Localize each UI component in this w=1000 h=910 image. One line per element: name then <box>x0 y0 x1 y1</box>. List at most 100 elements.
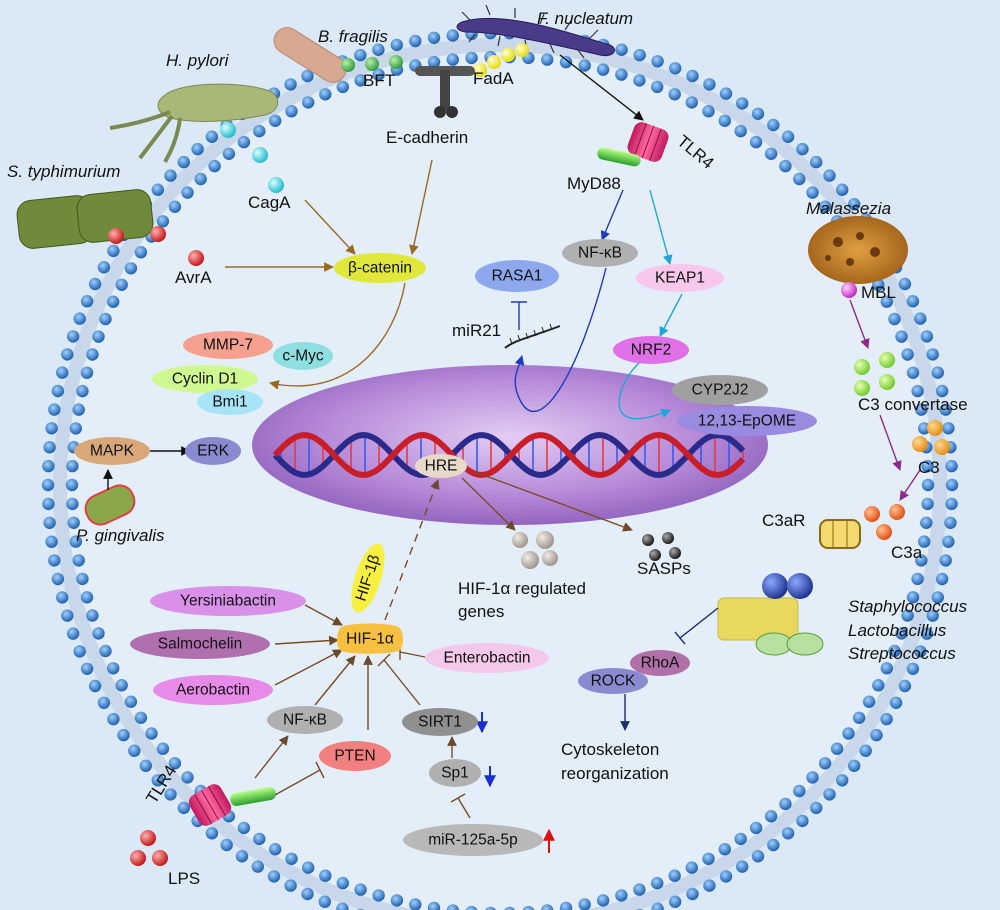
membrane-bead <box>267 870 281 883</box>
tlr4-receptor-bottom <box>188 784 232 826</box>
c3-convertase-bead <box>879 352 895 368</box>
label-c3: C3 <box>918 458 940 477</box>
membrane-bead <box>734 832 747 846</box>
label-c3a: C3a <box>891 543 923 562</box>
membrane-bead <box>205 130 219 143</box>
node-nrf2: NRF2 <box>613 336 689 364</box>
avrA-bead <box>188 250 204 266</box>
membrane-bead <box>781 827 795 840</box>
membrane-bead <box>880 662 893 675</box>
membrane-bead <box>836 183 849 196</box>
membrane-bead <box>914 312 927 325</box>
node-rasa1: RASA1 <box>475 260 559 292</box>
membrane-bead <box>926 348 939 361</box>
avrA-bead <box>108 228 124 244</box>
membrane-bead <box>446 904 459 910</box>
membrane-bead <box>72 403 85 416</box>
sasp-bead <box>649 549 661 561</box>
membrane-bead <box>906 295 920 308</box>
membrane-bead <box>686 887 699 901</box>
membrane-bead <box>285 105 298 118</box>
pill-rhoa <box>630 650 690 676</box>
pill-mmp7 <box>183 331 273 359</box>
pill-beta-catenin <box>334 253 426 283</box>
membrane-bead <box>220 838 233 852</box>
membrane-bead <box>284 78 297 91</box>
membrane-bead <box>901 609 914 622</box>
label-yersiniabactin: Yersiniabactin <box>180 593 276 610</box>
c3-convertase-bead <box>854 359 870 375</box>
membrane-bead <box>42 497 55 511</box>
arrow-hre-hifgenes <box>461 477 516 531</box>
membrane-bead <box>80 591 94 604</box>
membrane-bead <box>76 384 89 398</box>
membrane-bead <box>842 727 855 740</box>
membrane-bead <box>703 879 716 892</box>
adapter-bar-bottom <box>230 787 276 806</box>
membrane-bead <box>66 459 79 473</box>
c3-convertase-bead <box>854 380 870 396</box>
label-rasa1: RASA1 <box>492 268 543 285</box>
label-nfkb-top: NF-κB <box>578 245 622 262</box>
label-e-cadherin: E-cadherin <box>386 128 468 147</box>
membrane-bead <box>61 348 74 361</box>
label-cyclin-d1: Cyclin D1 <box>172 371 238 388</box>
membrane-bead <box>651 876 664 890</box>
node-cyclin-d1: Cyclin D1 <box>152 365 258 393</box>
membrane-bead <box>504 906 515 910</box>
membrane-bead <box>177 801 190 815</box>
mir21-strand <box>504 325 561 349</box>
membrane-bead <box>615 889 628 902</box>
arrow-myd88-keap1 <box>649 189 673 265</box>
membrane-bead <box>251 860 264 873</box>
membrane-bead <box>73 645 86 658</box>
membrane-bead <box>390 894 404 907</box>
c3-bead <box>912 436 928 452</box>
cagA-bead <box>220 122 236 138</box>
membrane-bead <box>806 186 819 199</box>
membrane-bead <box>237 821 251 835</box>
membrane-bead <box>99 312 112 326</box>
hif-gene-bead <box>542 550 558 566</box>
membrane-bead <box>651 80 664 94</box>
membrane-bead <box>915 554 928 567</box>
membrane-bead <box>354 74 367 87</box>
pill-sirt1 <box>402 708 478 736</box>
membrane-bead <box>793 784 806 798</box>
membrane-bead <box>939 554 952 567</box>
membrane-bead <box>43 516 56 529</box>
label-rock: ROCK <box>591 673 636 690</box>
inhibit-bacteria-rhoa <box>674 607 719 645</box>
membrane-bead <box>301 69 314 83</box>
node-sp1: Sp1 <box>429 759 481 787</box>
membrane-bead <box>222 147 236 160</box>
membrane-bead <box>686 69 699 83</box>
node-rock: ROCK <box>578 668 648 694</box>
membrane-bead <box>269 114 282 128</box>
membrane-bead <box>859 744 872 757</box>
pill-pten <box>319 741 391 771</box>
membrane-bead <box>99 644 112 658</box>
b-fragilis-bacterium <box>273 27 347 83</box>
node-rhoa: RhoA <box>630 650 690 676</box>
membrane-bead <box>86 609 99 622</box>
membrane-bead <box>73 312 86 325</box>
membrane-bead <box>668 88 681 101</box>
label-hif-genes-1: HIF-1α regulated <box>458 579 586 598</box>
membrane-bead <box>615 68 628 81</box>
membrane-bead <box>945 497 958 511</box>
membrane-bead <box>67 516 80 529</box>
membrane-bead <box>895 627 908 640</box>
membrane-bead <box>830 742 844 755</box>
membrane-bead <box>921 478 935 492</box>
arrow-tlr4-nfkb <box>254 735 289 779</box>
membrane-bead <box>578 898 591 910</box>
membrane-bead <box>559 901 573 910</box>
node-beta-catenin: β-catenin <box>334 253 426 283</box>
membrane-bead <box>43 441 56 454</box>
membrane-bead <box>80 662 94 675</box>
label-cytoskeleton-2: reorganization <box>561 764 669 783</box>
membrane-bead <box>181 771 194 784</box>
arrow-nfkb-mir21 <box>514 267 607 413</box>
